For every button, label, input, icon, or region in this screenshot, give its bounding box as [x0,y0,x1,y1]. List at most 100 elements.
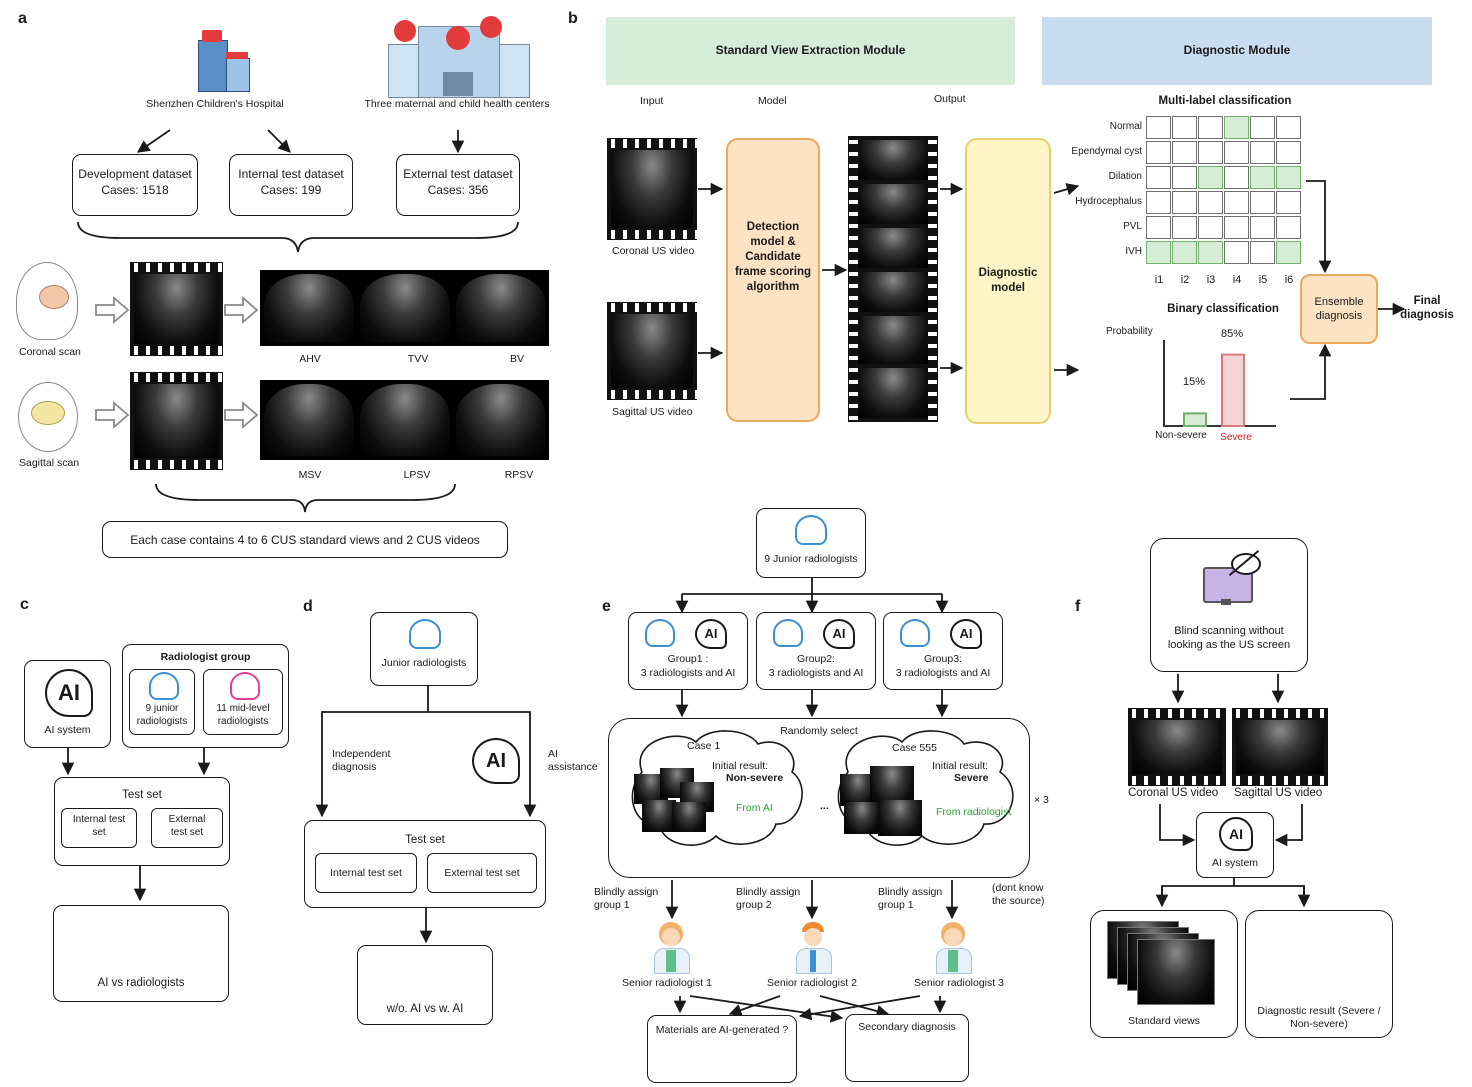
b-sagittal-label: Sagittal US video [612,406,693,418]
case555-initial: Initial result: [932,760,989,772]
diag-result-box: Diagnostic result (Severe / Non-severe) [1245,910,1393,1038]
multi-label-title: Multi-label classification [1158,95,1292,107]
grid-cell [1172,141,1197,164]
panel-label-c: c [20,596,29,613]
grid-row-label: PVL [1123,221,1142,232]
grid-col-label: i2 [1180,274,1190,286]
arrow-grid-ensemble [1306,180,1332,274]
sagittal-video-film [130,372,223,470]
dev-dataset-box: Development dataset Cases: 1518 [72,154,198,216]
hollow-arrow-sagittal-1 [95,401,130,429]
dont-know-label: (dont know the source) [992,882,1045,908]
monitor-eye-icon [1197,550,1261,605]
grid-cell [1276,116,1301,139]
case555-result: Severe [954,772,989,784]
hollow-arrow-coronal-2 [224,296,259,324]
random-select-label: Randomly select [780,725,858,737]
assign2-label: Blindly assign group 2 [736,886,801,912]
coronal-scan-label: Coronal scan [19,346,81,358]
grid-col-label: i6 [1284,274,1294,286]
diag-result-label: Diagnostic result (Severe / Non-severe) [1257,1005,1381,1031]
bar-value-severe: 85% [1220,328,1244,340]
times-three: × 3 [1034,794,1049,806]
case1-images [634,768,718,836]
d-junior-box: Junior radiologists [370,612,478,686]
hospital1-label: Shenzhen Children's Hospital [146,98,284,110]
random-select-box: Randomly select [608,718,1030,878]
arrow-f-coronal-ai [1159,804,1196,847]
grid-row-label: Normal [1109,121,1142,132]
c-external-box: External test set [151,808,223,848]
sagittal-views-strip [260,380,549,460]
c-result-label: AI vs radiologists [97,977,185,989]
probability-label: Probability [1106,326,1153,337]
brace-datasets [77,221,519,253]
group1-box: AI Group1 : 3 radiologists and AI [628,612,748,690]
col-output: Output [934,93,966,105]
hospital2-label: Three maternal and child health centers [364,98,550,110]
grid-cell [1172,241,1197,264]
case1-initial: Initial result: [712,760,769,772]
grid-row-label: IVH [1125,246,1142,257]
d-test-set-box: Test set Internal test set External test… [304,820,546,908]
grid-cell [1250,116,1275,139]
binary-chart [1183,353,1245,428]
f-coronal-label: Coronal US video [1128,787,1219,799]
grid-cell [1198,166,1223,189]
arrow-d-independent [315,686,429,818]
grid-cell [1224,191,1249,214]
senior1-avatar [650,922,692,974]
dev-dataset-name: Development dataset [78,167,192,181]
radiologist-group-title: Radiologist group [160,651,251,663]
diagnostic-model-box: Diagnostic model [965,138,1051,424]
arrow-e-s1-secondary [689,995,844,1023]
grid-cell [1198,241,1223,264]
d-doctor-icon [409,619,441,649]
d-internal-label: Internal test set [330,867,402,879]
grid-cell [1224,116,1249,139]
diagnostic-model-text: Diagnostic model [978,267,1038,294]
grid-cell [1172,166,1197,189]
grid-cell [1172,116,1197,139]
group1-desc: 3 radiologists and AI [640,667,736,679]
c-external-label: External test set [168,814,206,838]
mid-doctor-icon [230,672,260,700]
case555-source: From radiologist [936,806,1012,818]
coronal-head-icon [16,262,78,340]
group3-box: AI Group3: 3 radiologists and AI [883,612,1003,690]
c-ai-system-label: AI system [44,724,91,736]
col-input: Input [640,95,664,107]
detection-model-text: Detection model & Candidate frame scorin… [734,221,812,293]
junior-box: 9 junior radiologists [129,669,195,735]
grid-cell [1250,166,1275,189]
ensemble-box: Ensemble diagnosis [1300,274,1378,344]
ellipsis: ... [820,800,829,812]
arrow-e-s2-secondary [819,995,890,1018]
dev-dataset-cases: Cases: 1518 [101,183,169,197]
senior3-label: Senior radiologist 3 [914,977,1004,989]
grid-cell [1250,141,1275,164]
hollow-arrow-sagittal-2 [224,401,259,429]
b-sagittal-film [607,302,697,400]
view-lpsv: LPSV [403,469,431,481]
module1-header: Standard View Extraction Module [606,17,1015,85]
group2-desc: 3 radiologists and AI [768,667,864,679]
senior2-avatar [792,922,834,974]
materials-box: Materials are AI-generated ? [647,1015,797,1083]
grid-cell [1198,191,1223,214]
d-external-box: External test set [427,853,537,893]
grid-cell [1172,216,1197,239]
sagittal-scan-label: Sagittal scan [19,457,80,469]
coronal-video-film [130,262,223,356]
group2-box: AI Group2: 3 radiologists and AI [756,612,876,690]
c-test-set-title: Test set [122,789,162,801]
group3-doctor-icon [900,619,930,647]
arrow-diag-multilabel [1053,183,1080,196]
blind-scan-box: Blind scanning without looking as the US… [1150,538,1308,672]
d-internal-box: Internal test set [315,853,417,893]
grid-cell [1250,241,1275,264]
arrow-d-ai [428,711,537,818]
e-doctor-icon [795,515,827,545]
group2-name: Group2: [797,653,835,665]
arrow-hospital1-internal [267,129,291,153]
